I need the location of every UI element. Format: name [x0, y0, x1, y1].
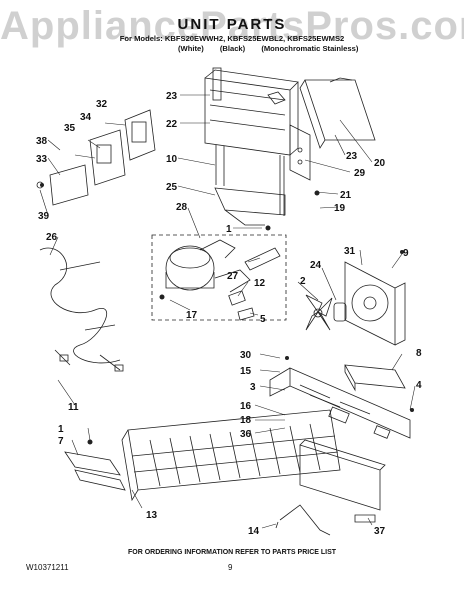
- callout-17: 17: [186, 310, 198, 321]
- callout-38: 38: [36, 136, 48, 147]
- callout-36: 36: [240, 429, 252, 440]
- callout-10: 10: [166, 154, 178, 165]
- condenser-fan: [305, 294, 347, 331]
- screws: [40, 183, 414, 445]
- condenser-fan-shroud: [344, 261, 406, 346]
- callout-24: 24: [310, 260, 322, 271]
- page-number: 9: [228, 563, 233, 572]
- callout-29: 29: [354, 168, 366, 179]
- evaporator-housing: [204, 67, 299, 156]
- start-relay-27: [244, 247, 281, 271]
- callout-numbers: 23 22 10 25 20 23 29 21 19 28 1 27 12 5 …: [36, 91, 422, 537]
- callout-37: 37: [374, 526, 386, 537]
- callout-35: 35: [64, 123, 76, 134]
- callout-14: 14: [248, 526, 260, 537]
- callout-9: 9: [403, 248, 409, 259]
- callout-15: 15: [240, 366, 252, 377]
- callout-25: 25: [166, 182, 178, 193]
- callout-16: 16: [240, 401, 252, 412]
- callout-8: 8: [416, 348, 422, 359]
- machine-compartment-base: [269, 367, 411, 439]
- callout-19: 19: [334, 203, 346, 214]
- variant-white: (White): [178, 44, 204, 53]
- callout-31: 31: [344, 246, 356, 257]
- callout-34: 34: [80, 112, 92, 123]
- watermark: AppliancePartsPros.com: [0, 4, 464, 48]
- heater-tubes: [215, 145, 285, 216]
- callout-20: 20: [374, 158, 386, 169]
- callout-21: 21: [340, 190, 352, 201]
- condenser-coil: [121, 409, 341, 502]
- callout-30: 30: [240, 350, 252, 361]
- variant-stainless: (Monochromatic Stainless): [261, 44, 359, 53]
- callout-3: 3: [250, 382, 256, 393]
- callout-12: 12: [254, 278, 266, 289]
- callout-1a: 1: [226, 224, 232, 235]
- bracket-29: [267, 91, 311, 181]
- callout-23b: 23: [346, 151, 358, 162]
- model-variants: (White) (Black) (Monochromatic Stainless…: [178, 44, 372, 53]
- overload-parts: [228, 290, 255, 321]
- callout-18: 18: [240, 415, 252, 426]
- callout-26: 26: [46, 232, 58, 243]
- callout-23: 23: [166, 91, 178, 102]
- document-number: W10371211: [26, 563, 69, 572]
- callout-22: 22: [166, 119, 178, 130]
- drain-pan-37: [299, 439, 386, 523]
- ordering-note: FOR ORDERING INFORMATION REFER TO PARTS …: [127, 549, 337, 556]
- callout-33: 33: [36, 154, 48, 165]
- callout-11: 11: [68, 402, 79, 413]
- compressor-group-outline: [151, 234, 287, 321]
- callout-4: 4: [416, 380, 422, 391]
- callout-39: 39: [38, 211, 50, 222]
- callout-13: 13: [146, 510, 158, 521]
- control-board-assembly: [36, 109, 156, 206]
- drain-tube: [275, 504, 331, 536]
- callout-2: 2: [300, 276, 306, 287]
- callout-27: 27: [227, 271, 239, 282]
- wiring-harness: [39, 247, 124, 372]
- model-list: For Models: KBFS20EWWH2, KBFS25EWBL2, KB…: [119, 34, 345, 43]
- callout-5: 5: [260, 314, 266, 325]
- cover-20: [299, 77, 376, 149]
- leader-lines: [39, 94, 416, 529]
- callout-28: 28: [176, 202, 188, 213]
- wire-clip-7: [64, 451, 126, 491]
- callout-7: 7: [58, 436, 64, 447]
- bracket-8: [344, 364, 406, 392]
- compressor: [165, 239, 251, 293]
- diagram-title: UNIT PARTS: [177, 16, 287, 33]
- duct-25: [214, 187, 286, 226]
- callout-1b: 1: [58, 424, 64, 435]
- variant-black: (Black): [219, 44, 246, 53]
- callout-32: 32: [96, 99, 108, 110]
